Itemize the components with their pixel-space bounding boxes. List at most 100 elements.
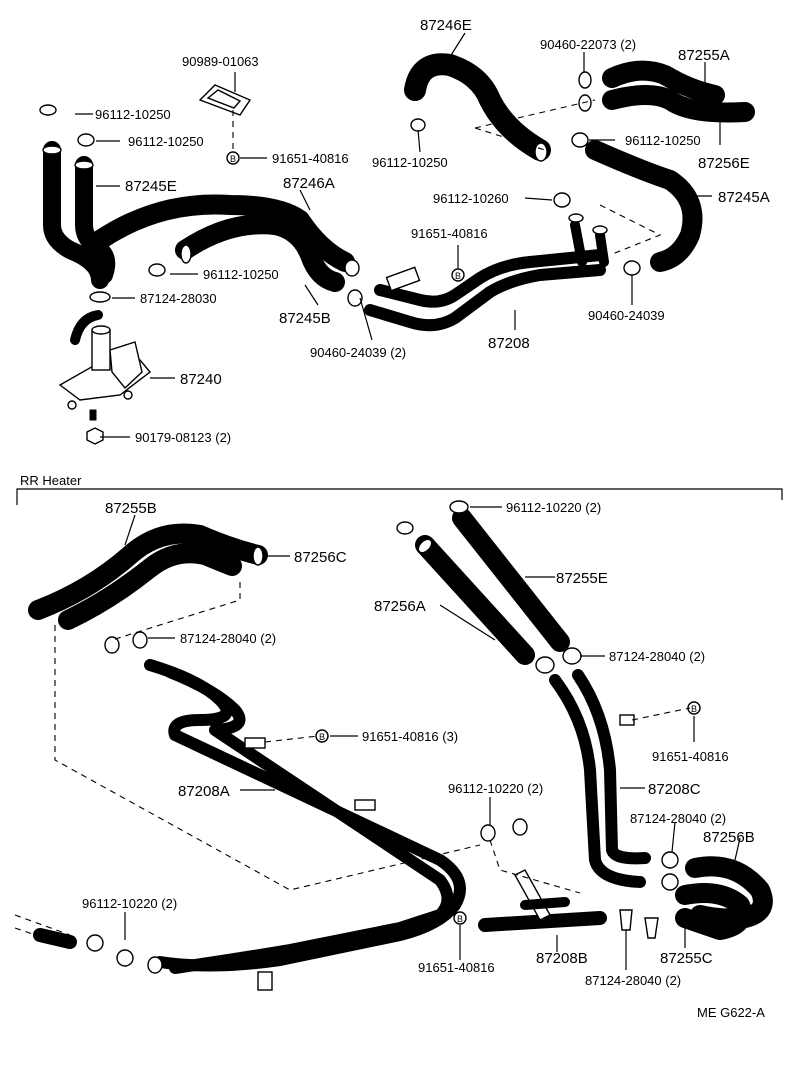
label-90179-08123: 90179-08123 (2)	[135, 430, 231, 445]
clamp-upper-7	[148, 263, 166, 277]
label-87245B: 87245B	[279, 310, 331, 327]
valve-87240	[58, 310, 152, 421]
label-91651-40816-a: 91651-40816	[272, 151, 349, 166]
bracket-90989	[198, 84, 252, 116]
clamp-lower-3	[104, 631, 148, 654]
label-87124-28040-a: 87124-28040 (2)	[180, 631, 276, 646]
leaders-lower	[124, 506, 741, 970]
label-90460-24039-b: 90460-24039 (2)	[310, 345, 406, 360]
clamp-upper-5	[571, 132, 589, 148]
hose-87255A	[602, 60, 755, 123]
clamp-lower-1	[449, 500, 469, 514]
label-87208B: 87208B	[536, 950, 588, 967]
hose-87246E	[404, 53, 551, 162]
clamp-upper-2	[77, 133, 95, 147]
label-87255B: 87255B	[105, 500, 157, 517]
rr-heater-bracket	[16, 488, 783, 505]
pipe-87208B	[478, 869, 607, 932]
bolt-symbol: B	[319, 732, 325, 742]
label-96112-10220-a: 96112-10220 (2)	[506, 500, 601, 515]
hose-87245B	[175, 214, 345, 292]
label-96112-10260: 96112-10260	[433, 191, 509, 206]
label-87256C: 87256C	[294, 549, 347, 566]
label-87256E: 87256E	[698, 155, 750, 172]
pipe-stub-left	[14, 914, 77, 949]
bolt-symbol: B	[230, 154, 236, 164]
label-87208: 87208	[488, 335, 530, 352]
label-87256B: 87256B	[703, 829, 755, 846]
pipe-87208	[364, 213, 609, 332]
hose-87246A	[90, 194, 355, 272]
label-87124-28040-c: 87124-28040 (2)	[630, 811, 726, 826]
ref-line-4	[599, 204, 662, 256]
clamp-upper-8	[344, 259, 360, 277]
label-87245A: 87245A	[718, 189, 770, 206]
hose-87255E	[452, 508, 570, 652]
label-96112-10250-c: 96112-10250	[372, 155, 448, 170]
label-87208A: 87208A	[178, 783, 230, 800]
ref-line-8	[631, 707, 691, 721]
clamp-lower-8	[147, 956, 163, 974]
label-91651-40816-d: 91651-40816	[652, 749, 729, 764]
ref-line-9	[489, 839, 581, 894]
label-90989-01063: 90989-01063	[182, 54, 259, 69]
label-87255C: 87255C	[660, 950, 713, 967]
clamp-lower-4	[535, 647, 582, 674]
clamp-upper-6	[553, 192, 571, 208]
label-87246E: 87246E	[420, 17, 472, 34]
label-96112-10250-e: 96112-10250	[203, 267, 279, 282]
ref-line-6	[111, 582, 241, 641]
label-96112-10220-b: 96112-10220 (2)	[448, 781, 543, 796]
clip-lower-1	[619, 909, 633, 931]
label-87208C: 87208C	[648, 781, 701, 798]
bolt-symbol: B	[457, 914, 463, 924]
ref-line-3	[474, 127, 546, 151]
label-87256A: 87256A	[374, 598, 426, 615]
label-87255E: 87255E	[556, 570, 608, 587]
clip-lower-2	[644, 917, 659, 939]
clamp-lower-6	[661, 851, 679, 891]
label-87124-28040-b: 87124-28040 (2)	[609, 649, 705, 664]
bolt-symbol: B	[455, 271, 461, 281]
bolt-lower-3: B	[453, 911, 467, 925]
ref-line-7	[264, 735, 319, 743]
hose-87245A	[585, 140, 703, 272]
bolt-lower-1: B	[315, 729, 329, 743]
bolt-upper-1: B	[226, 151, 240, 165]
label-87124-28030: 87124-28030	[140, 291, 217, 306]
clamp-upper-3	[410, 118, 426, 132]
hose-87256B	[675, 856, 773, 940]
label-87245E: 87245E	[125, 178, 177, 195]
hose-87245E	[42, 141, 116, 289]
clamp-lower-2	[396, 521, 414, 535]
label-87124-28040-d: 87124-28040 (2)	[585, 973, 681, 988]
label-90460-24039-a: 90460-24039	[588, 308, 665, 323]
clamp-upper-1	[39, 104, 57, 116]
pipe-87208A	[144, 659, 466, 991]
hose-87256A	[415, 535, 535, 665]
label-96112-10250-d: 96112-10250	[625, 133, 701, 148]
label-91651-40816-e: 91651-40816	[418, 960, 495, 975]
label-87240: 87240	[180, 371, 222, 388]
clamp-upper-9	[347, 289, 363, 307]
clamp-upper-4	[578, 71, 592, 112]
leaders-upper	[75, 32, 721, 438]
footer-code: ME G622-A	[697, 1005, 765, 1020]
label-87255A: 87255A	[678, 47, 730, 64]
label-96112-10220-c: 96112-10220 (2)	[82, 896, 177, 911]
bolt-upper-2: B	[451, 268, 465, 282]
label-87246A: 87246A	[283, 175, 335, 192]
section-header: RR Heater	[20, 473, 82, 488]
clamp-upper-10	[623, 260, 641, 276]
gasket-87124-28030	[89, 291, 111, 303]
nut-90179	[86, 427, 104, 445]
bolt-symbol: B	[691, 704, 697, 714]
label-96112-10250-b: 96112-10250	[128, 134, 204, 149]
label-91651-40816-b: 91651-40816	[411, 226, 488, 241]
pipe-87208C	[549, 669, 651, 888]
label-91651-40816-c: 91651-40816 (3)	[362, 729, 458, 744]
hose-87255B	[28, 523, 268, 630]
ref-line-5	[54, 625, 481, 891]
